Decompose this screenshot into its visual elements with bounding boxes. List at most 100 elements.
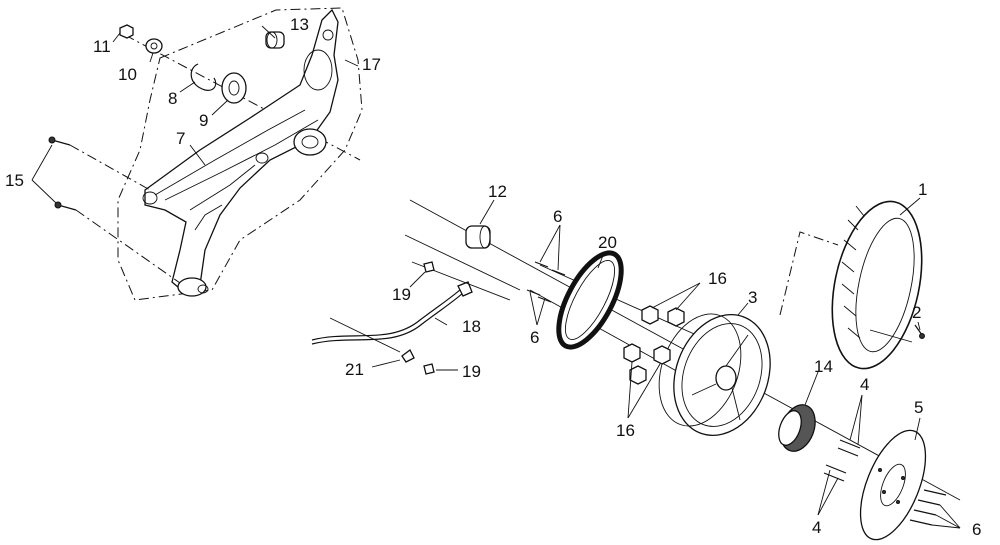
leader-5 — [914, 417, 921, 441]
leader-16b — [627, 361, 633, 419]
tire-1 — [831, 200, 923, 370]
rim-3-spoke — [725, 334, 749, 367]
rim-3-hub — [715, 365, 737, 391]
leader-19a — [409, 271, 426, 288]
bolt-6 — [526, 289, 541, 296]
bolt-6 — [534, 261, 549, 268]
leader-6b — [529, 291, 538, 326]
swing-arm-upper-hole — [303, 49, 333, 91]
leader-4a — [857, 394, 863, 446]
swing-arm-rib — [154, 109, 306, 196]
washer-10 — [145, 38, 163, 54]
spacer-12 — [465, 225, 491, 249]
leader-1 — [899, 197, 921, 216]
leader-3 — [737, 302, 749, 316]
leader-16a — [675, 282, 701, 311]
bolt-15-lower-axis — [75, 209, 181, 284]
tone-ring-20 — [556, 250, 624, 350]
bolt-15-bracket-bottom — [31, 179, 57, 204]
swing-arm-pivot-hole — [301, 135, 319, 149]
nut-16 — [667, 307, 685, 327]
label-part-18: 18 — [462, 317, 481, 336]
swing-arm-pivot-boss — [293, 128, 327, 156]
leader-9 — [211, 99, 229, 116]
sensor-group — [311, 261, 511, 375]
label-part-6-bottom: 6 — [972, 520, 981, 539]
brake-disc-5-center — [880, 463, 906, 507]
leader-14 — [804, 371, 819, 406]
leader-4b — [817, 469, 831, 516]
rim-3-lip — [681, 323, 763, 427]
leader-16a — [651, 282, 701, 309]
label-part-13: 13 — [290, 15, 309, 34]
tire-1-guide — [779, 231, 839, 316]
swing-arm-mid-hole — [255, 152, 269, 164]
leader-11 — [112, 32, 121, 43]
stud-4 — [837, 447, 859, 457]
label-part-5: 5 — [914, 398, 923, 417]
leader-13 — [261, 25, 276, 39]
bolt-6 — [917, 499, 941, 506]
part-labels: 1 2 3 4 4 5 6 6 6 7 8 9 10 11 12 13 14 1… — [5, 15, 981, 539]
label-part-19-upper: 19 — [392, 285, 411, 304]
leader-6b — [536, 297, 546, 326]
spacer-12-end — [479, 225, 491, 249]
swing-arm-top-hole — [322, 29, 334, 41]
swing-arm-group — [117, 7, 363, 301]
leader-20 — [597, 252, 605, 269]
label-part-16-upper: 16 — [708, 269, 727, 288]
leader-17 — [344, 59, 359, 67]
nut-16 — [641, 305, 659, 325]
leader-6c — [939, 504, 961, 529]
rim-3-spoke — [691, 383, 717, 396]
label-part-20: 20 — [598, 233, 617, 252]
leader-6c — [935, 514, 961, 529]
wheel-assembly — [404, 199, 961, 541]
swing-arm-end-hole — [197, 284, 209, 294]
swing-arm-mid-hole — [142, 191, 158, 205]
washer-10-hole — [150, 42, 158, 50]
leader-6a — [539, 224, 561, 263]
tone-ring-20-inner — [565, 260, 615, 340]
bolt-15-upper-axis — [69, 144, 151, 191]
label-part-12: 12 — [488, 182, 507, 201]
leader-12 — [479, 199, 495, 225]
bolt-6 — [909, 519, 933, 526]
leader-4a — [849, 394, 863, 441]
brake-disc-5-hole — [882, 490, 886, 494]
circlip — [190, 63, 217, 91]
leader-21 — [371, 359, 401, 368]
swing-arm-rib — [189, 164, 256, 211]
bolt-19-upper — [423, 261, 435, 273]
label-part-7: 7 — [176, 129, 185, 148]
brake-disc-5-hole — [878, 468, 882, 472]
stud-4 — [825, 464, 847, 474]
bolt-6 — [923, 489, 947, 496]
bolt-15-bracket-top — [31, 144, 53, 181]
bolt-6 — [551, 269, 566, 276]
label-part-11: 11 — [93, 37, 111, 56]
label-part-3: 3 — [748, 288, 757, 307]
label-part-8: 8 — [168, 89, 177, 108]
label-part-6-mid: 6 — [530, 328, 539, 347]
swing-arm-rib — [164, 119, 319, 201]
label-part-21: 21 — [345, 360, 364, 379]
valve-2-bracket — [869, 329, 913, 343]
brake-disc-5-hole — [901, 476, 905, 480]
label-part-16-lower: 16 — [616, 421, 635, 440]
label-part-15: 15 — [5, 171, 24, 190]
bearing-outer — [221, 72, 247, 104]
leader-6c — [931, 524, 961, 529]
label-part-4-upper: 4 — [860, 375, 869, 394]
sensor-guide — [329, 317, 401, 353]
tire-1-inner — [855, 217, 915, 353]
nut-16 — [653, 345, 671, 365]
label-part-17: 17 — [362, 55, 381, 74]
label-part-4-lower: 4 — [812, 518, 821, 537]
label-part-14: 14 — [814, 357, 833, 376]
bushing-13 — [265, 31, 285, 49]
bushing-13-end — [266, 31, 278, 49]
bolts-15 — [31, 136, 181, 284]
nut-11 — [119, 24, 134, 39]
leader-18 — [434, 317, 448, 326]
